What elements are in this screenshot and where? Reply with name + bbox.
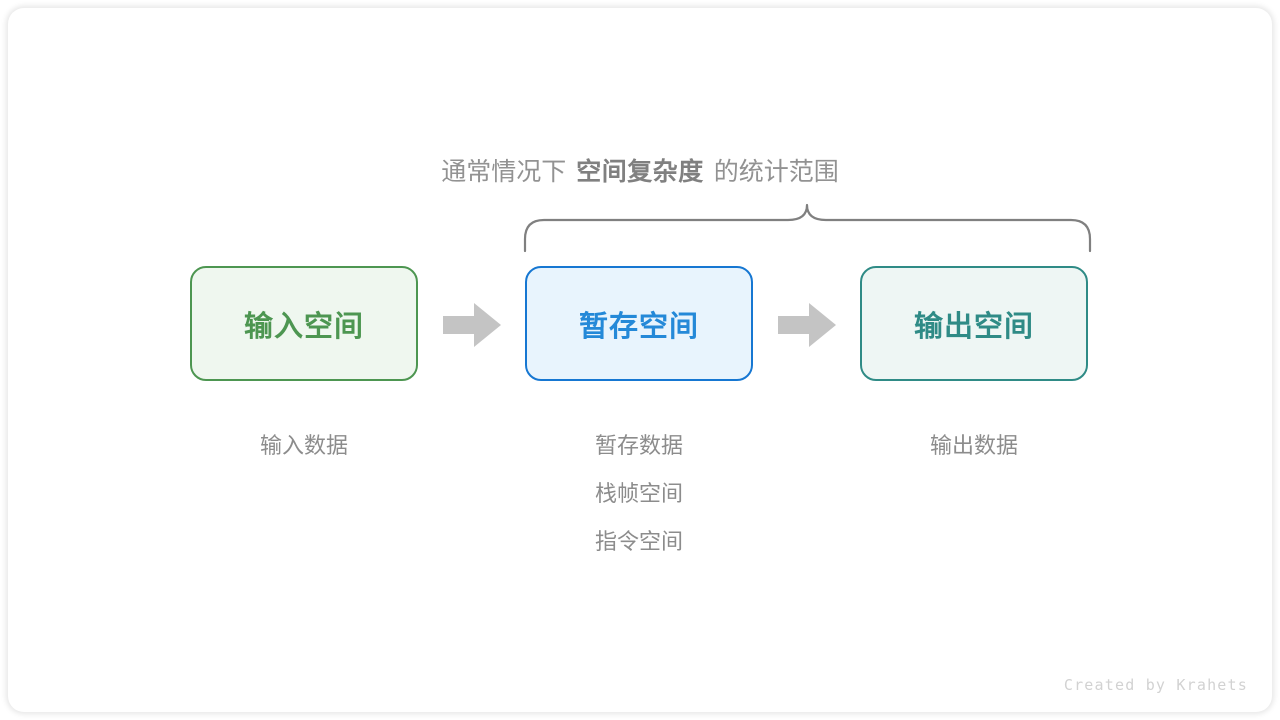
- diagram-card: 通常情况下空间复杂度的统计范围 输入空间 暂存空间 输出空间 输入数据 暂存数据…: [8, 8, 1272, 712]
- arrow-right-icon: [443, 303, 501, 347]
- label-item: 暂存数据: [594, 433, 683, 458]
- diagram-caption: 通常情况下空间复杂度的统计范围: [8, 152, 1272, 192]
- caption-suffix: 的统计范围: [713, 158, 839, 186]
- box-output-space-title: 输出空间: [913, 310, 1034, 343]
- caption-emphasis: 空间复杂度: [576, 158, 704, 186]
- label-item: 指令空间: [594, 529, 683, 554]
- box-output-space[interactable]: 输出空间: [860, 266, 1088, 381]
- box-input-space-title: 输入空间: [243, 310, 364, 343]
- footer-credit: Created by Krahets: [1063, 676, 1248, 694]
- labels-input-space: 输入数据: [190, 422, 418, 470]
- labels-output-space: 输出数据: [860, 422, 1088, 470]
- box-temp-space[interactable]: 暂存空间: [525, 266, 753, 381]
- box-temp-space-title: 暂存空间: [578, 310, 699, 343]
- labels-temp-space: 暂存数据 栈帧空间 指令空间: [525, 422, 753, 566]
- box-input-space[interactable]: 输入空间: [190, 266, 418, 381]
- arrow-right-icon: [778, 303, 836, 347]
- label-item: 输出数据: [929, 433, 1018, 458]
- caption-prefix: 通常情况下: [441, 158, 567, 186]
- label-item: 输入数据: [259, 433, 348, 458]
- label-item: 栈帧空间: [594, 481, 683, 506]
